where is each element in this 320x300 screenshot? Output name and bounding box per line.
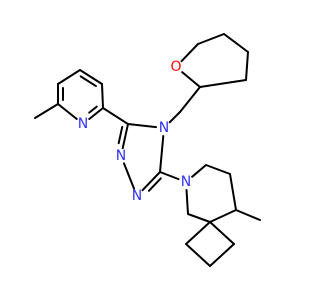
bond-p3-p4: [57, 69, 81, 85]
molecule-structure: N O N N N N: [34, 33, 261, 267]
bond-oc-od: [223, 33, 249, 53]
bond-t3-tN1: [121, 123, 129, 150]
bond-sp-a4: [187, 213, 211, 223]
bond-cb2-cb3: [185, 243, 211, 267]
bond-oe-oa: [199, 79, 247, 88]
bond-p6-t3: [102, 107, 129, 125]
triazole-n2-label: N: [132, 188, 142, 204]
bond-n6-a1: [191, 164, 207, 178]
atom-triazole-n2: N: [130, 188, 144, 204]
bond-p4-p5: [79, 69, 103, 85]
bond-p6-pN-double: [88, 105, 98, 114]
bond-ch2-oa: [179, 86, 201, 113]
bond-cb3-sp: [185, 221, 211, 245]
atom-oxane-oxygen: O: [169, 59, 183, 75]
bond-a3-sp: [209, 209, 237, 223]
azaspiro-n-label: N: [181, 174, 191, 190]
bond-tN1-tN2: [122, 162, 136, 190]
bond-od-oe: [245, 51, 249, 81]
triazole-n4-label: N: [159, 120, 169, 136]
bond-a1-a2: [205, 164, 231, 175]
bond-me1-p2: [34, 103, 59, 119]
triazole-n1-label: N: [116, 148, 126, 164]
atom-pyridine-nitrogen: N: [76, 116, 90, 132]
bond-p4-p5-double: [79, 75, 97, 88]
bond-t5-tN4: [159, 134, 165, 173]
bond-o1-ob: [180, 43, 199, 63]
bond-pN-p2: [57, 103, 78, 121]
bond-cb1-cb2: [209, 243, 235, 267]
bond-layer: [34, 33, 261, 267]
bond-a4-n6: [185, 188, 189, 215]
bond-tN4-ch2: [168, 111, 181, 124]
bond-a2-a3: [229, 173, 237, 211]
bond-t5-n6: [159, 171, 180, 181]
atom-triazole-n1: N: [114, 148, 128, 164]
bond-p6-pN: [88, 107, 104, 121]
bond-sp-cb1: [209, 221, 235, 245]
bond-tN2-t5: [141, 171, 161, 192]
bond-tN2-t5-double: [147, 177, 162, 192]
bond-ob-oc: [197, 33, 225, 45]
oxane-o-label: O: [170, 59, 181, 75]
atom-triazole-n4: N: [157, 120, 171, 136]
bond-t3-tN4: [127, 123, 158, 129]
bond-a3-me2: [235, 209, 261, 221]
bond-oa-o1: [181, 71, 201, 88]
atom-azaspiro-nitrogen: N: [179, 174, 193, 190]
pyridine-n-label: N: [78, 116, 88, 132]
bond-t3-tN1-double: [117, 125, 124, 145]
bond-p5-p6: [101, 83, 104, 109]
